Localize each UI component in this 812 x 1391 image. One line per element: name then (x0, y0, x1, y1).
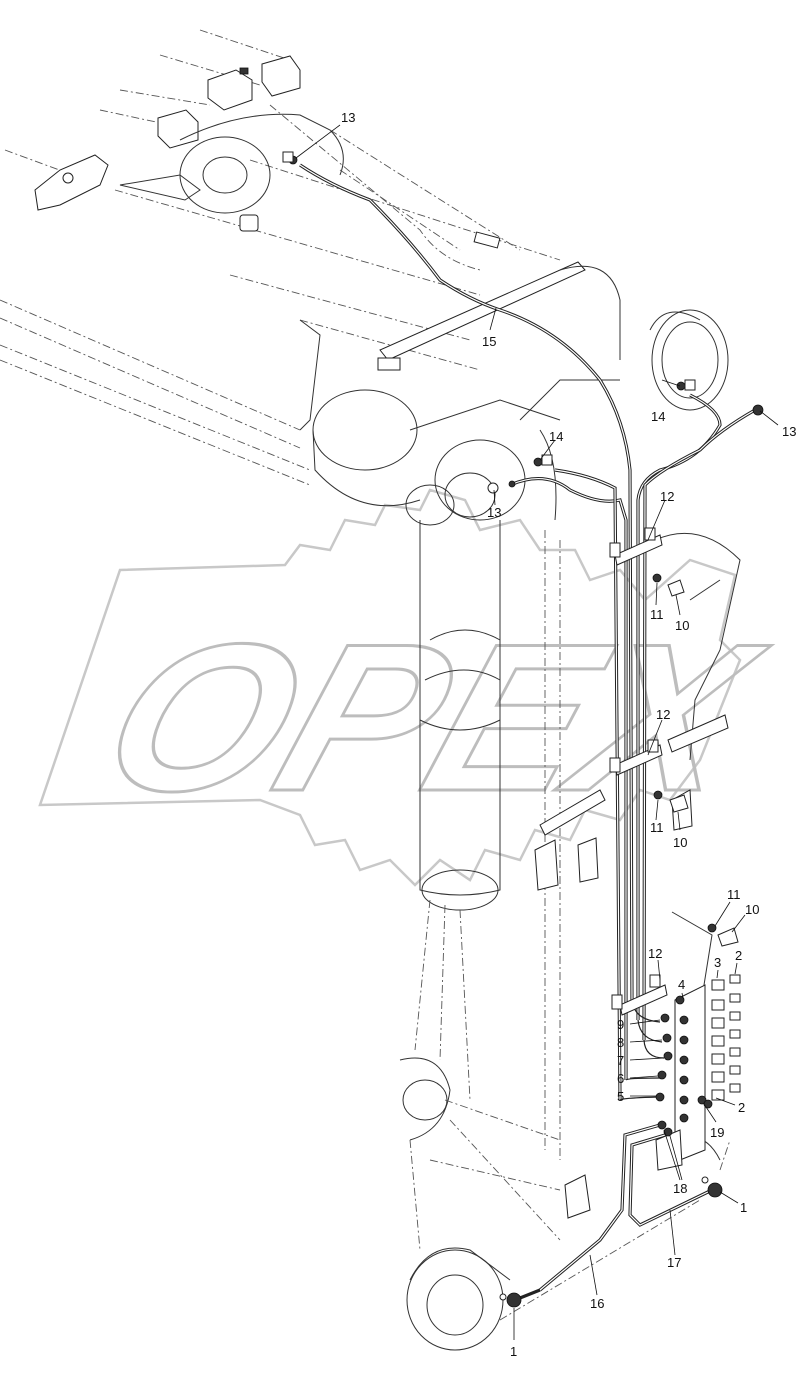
callout-14: 14 (549, 429, 563, 444)
callout-1: 1 (510, 1344, 517, 1359)
callout-5: 5 (617, 1089, 624, 1104)
callout-1: 1 (740, 1200, 747, 1215)
callout-12: 12 (656, 707, 670, 722)
callout-9: 9 (617, 1017, 624, 1032)
callout-10: 10 (675, 618, 689, 633)
callout-15: 15 (482, 334, 496, 349)
callout-13: 13 (341, 110, 355, 125)
arm-head (312, 231, 729, 526)
callout-13: 13 (782, 424, 796, 439)
callout-labels: 13 15 14 13 14 13 12 11 10 12 11 10 11 1… (341, 110, 796, 1359)
fittings (282, 151, 764, 1308)
callout-11: 11 (727, 887, 741, 902)
clamp-plate (619, 984, 668, 1016)
callout-6: 6 (617, 1071, 624, 1086)
clamp-parts (609, 527, 739, 1016)
top-bracket-parts (4, 29, 301, 211)
boom-outline (0, 104, 561, 486)
callout-4: 4 (678, 977, 685, 992)
callout-2: 2 (735, 948, 742, 963)
callout-2: 2 (738, 1100, 745, 1115)
callout-18: 18 (673, 1181, 687, 1196)
callout-17: 17 (667, 1255, 681, 1270)
callout-8: 8 (617, 1035, 624, 1050)
callout-3: 3 (714, 955, 721, 970)
callout-7: 7 (617, 1053, 624, 1068)
hose-lines (299, 163, 756, 1302)
callout-11: 11 (650, 820, 664, 835)
callout-10: 10 (745, 902, 759, 917)
watermark-gear (38, 488, 742, 887)
callout-11: 11 (650, 607, 664, 622)
callout-14: 14 (651, 409, 665, 424)
callout-12: 12 (660, 489, 674, 504)
callout-13: 13 (487, 505, 501, 520)
callout-16: 16 (590, 1296, 604, 1311)
callout-19: 19 (710, 1125, 724, 1140)
clamp-plate (614, 534, 663, 566)
callout-10: 10 (673, 835, 687, 850)
leader-lines (295, 124, 779, 1340)
callout-12: 12 (648, 946, 662, 961)
